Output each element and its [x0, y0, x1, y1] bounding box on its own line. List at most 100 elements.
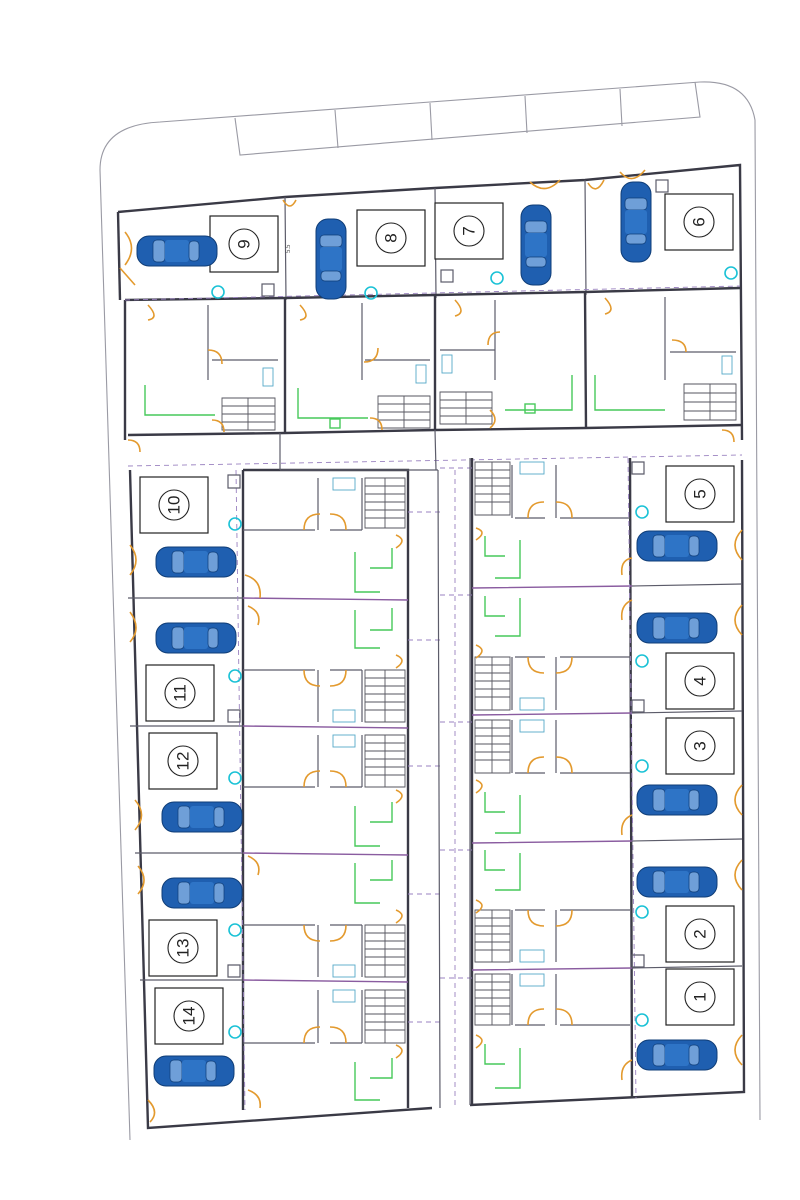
car-icon: [155, 622, 237, 654]
plot-number-label: 5: [691, 489, 710, 498]
service-ring-icon: [228, 517, 242, 531]
car-icon: [636, 530, 718, 562]
plot-marker-7: 7: [434, 202, 504, 260]
plot-marker-11: 11: [145, 664, 215, 722]
plot-number-circle: [453, 215, 485, 247]
plot-number-circle: [684, 665, 716, 697]
plot-number-label: 10: [165, 496, 184, 515]
service-ring-icon: [228, 923, 242, 937]
plot-number-label: 12: [174, 752, 193, 771]
service-ring-icon: [635, 759, 649, 773]
plot-number-label: 7: [460, 226, 479, 235]
car-icon: [636, 784, 718, 816]
plot-number-circle: [684, 478, 716, 510]
plot-number-label: 4: [691, 676, 710, 685]
plot-number-circle: [164, 677, 196, 709]
car-rear-window: [207, 627, 219, 649]
plot-number-circle: [228, 228, 260, 260]
service-ring-icon: [211, 285, 225, 299]
car-roof: [182, 1060, 206, 1082]
plot-number-circle: [684, 918, 716, 950]
central-corridor: [279, 429, 471, 1109]
plot-number-circle: [684, 730, 716, 762]
car-windshield: [652, 788, 666, 812]
car-icon: [161, 877, 243, 909]
service-rings: [211, 266, 738, 1039]
plot-number-circle: [683, 206, 715, 238]
plot-marker-3: 3: [665, 717, 735, 775]
car-rear-window: [688, 789, 700, 811]
service-ring-icon: [364, 286, 378, 300]
plot-number-label: 2: [691, 929, 710, 938]
car-icon: [155, 546, 237, 578]
car-roof: [665, 617, 689, 639]
plot-marker-12: 12: [148, 732, 218, 790]
plot-marker-6: 6: [664, 193, 734, 251]
plot-number-circle: [173, 1000, 205, 1032]
car-rear-window: [688, 871, 700, 893]
car-rear-window: [525, 256, 547, 268]
car-icon: [636, 866, 718, 898]
service-ring-icon: [635, 1013, 649, 1027]
plot-marker-1: 1: [665, 968, 735, 1026]
car-windshield: [169, 1059, 183, 1083]
plot-marker-2: 2: [665, 905, 735, 963]
car-rear-window: [688, 617, 700, 639]
service-ring-icon: [724, 266, 738, 280]
car-windshield: [652, 870, 666, 894]
car-roof: [665, 871, 689, 893]
plot-number-circle: [684, 981, 716, 1013]
car-rear-window: [205, 1060, 217, 1082]
car-roof: [625, 210, 647, 234]
car-windshield: [624, 197, 648, 211]
plot-number-circle: [158, 489, 190, 521]
car-rear-window: [188, 240, 200, 262]
car-roof: [190, 806, 214, 828]
service-ring-icon: [228, 771, 242, 785]
stairs-top-row: [221, 383, 737, 431]
complex-perimeter: [116, 163, 746, 1130]
plot-marker-4: 4: [665, 652, 735, 710]
car-rear-window: [207, 551, 219, 573]
car-roof: [184, 627, 208, 649]
parked-cars: [136, 181, 718, 1087]
service-ring-icon: [228, 669, 242, 683]
car-roof: [165, 240, 189, 262]
car-windshield: [652, 534, 666, 558]
service-ring-icon: [490, 271, 504, 285]
plot-number-circle: [167, 932, 199, 964]
plot-number-label: 3: [691, 741, 710, 750]
car-roof: [320, 247, 342, 271]
plot-marker-14: 14: [154, 987, 224, 1045]
plot-marker-8: 8: [356, 209, 426, 267]
service-ring-icon: [635, 905, 649, 919]
car-roof: [665, 535, 689, 557]
car-roof: [184, 551, 208, 573]
car-windshield: [171, 550, 185, 574]
plot-number-label: 13: [174, 939, 193, 958]
car-windshield: [652, 616, 666, 640]
plot-number-label: 8: [382, 233, 401, 242]
plot-number-label: 9: [235, 239, 254, 248]
car-roof: [665, 789, 689, 811]
car-roof: [190, 882, 214, 904]
car-windshield: [652, 1043, 666, 1067]
car-windshield: [319, 234, 343, 248]
car-icon: [153, 1055, 235, 1087]
plot-marker-10: 10: [139, 476, 209, 534]
plot-number-label: 14: [180, 1007, 199, 1026]
plot-marker-9: 9: [209, 215, 279, 273]
plot-number-label: 1: [691, 992, 710, 1001]
car-rear-window: [213, 806, 225, 828]
car-icon: [620, 181, 652, 263]
stairs-right-column: [474, 461, 511, 1026]
service-ring-icon: [228, 1025, 242, 1039]
car-icon: [315, 218, 347, 300]
car-windshield: [524, 220, 548, 234]
car-windshield: [152, 239, 166, 263]
car-roof: [525, 233, 547, 257]
car-rear-window: [213, 882, 225, 904]
car-rear-window: [688, 535, 700, 557]
